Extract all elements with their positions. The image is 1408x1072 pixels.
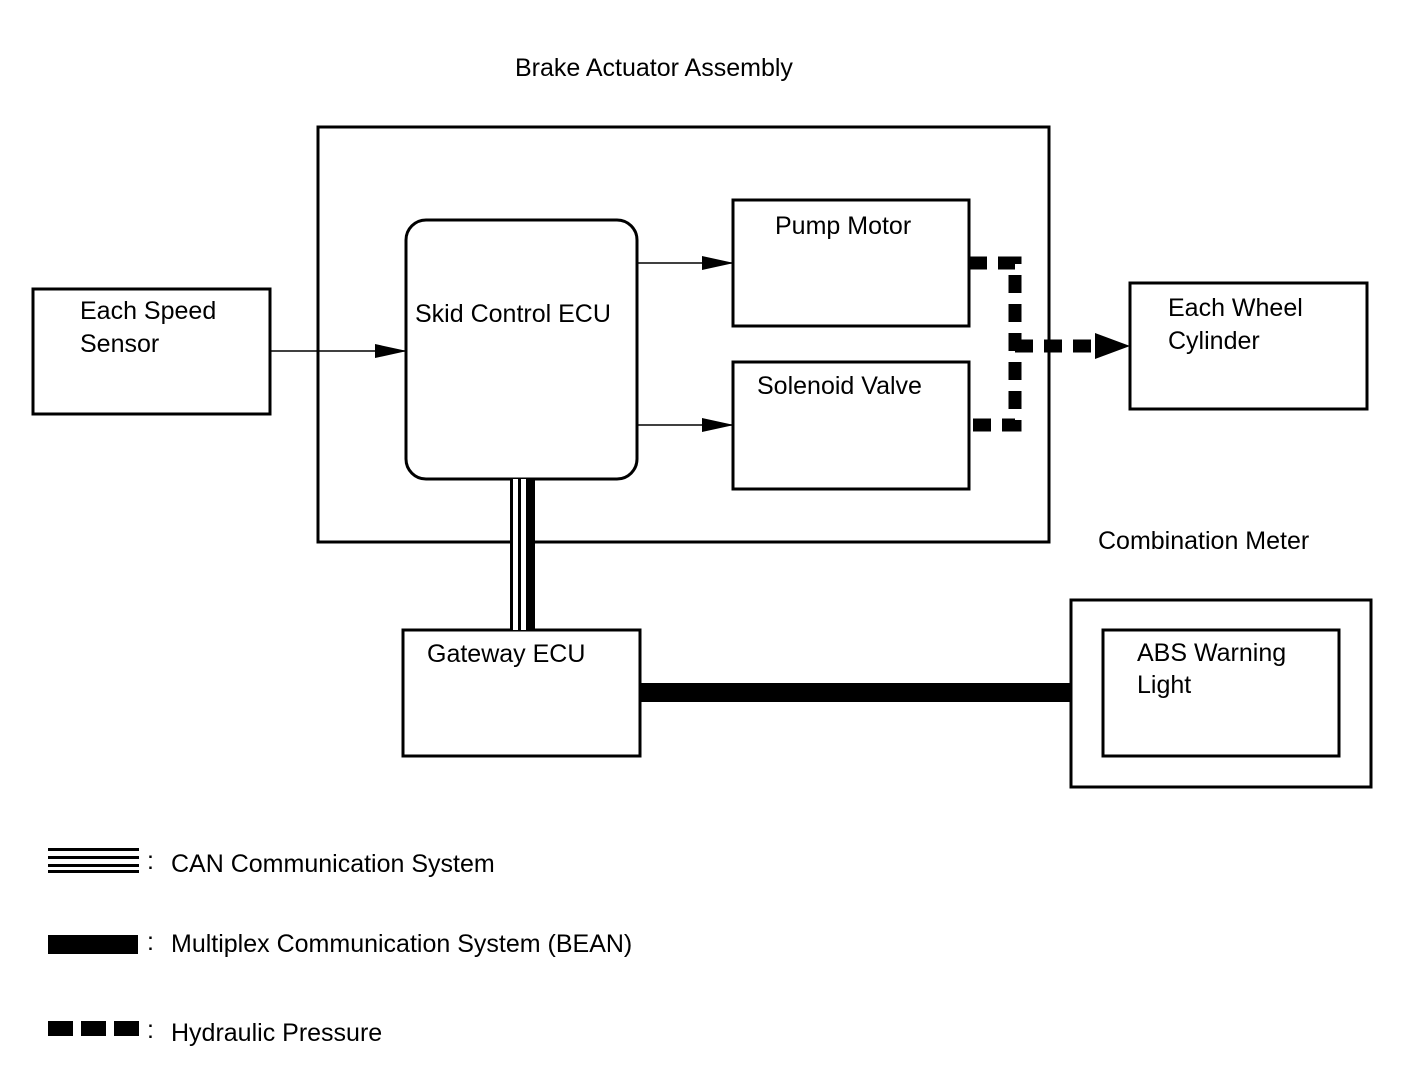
wheel-cylinder-block: Each Wheel Cylinder (1128, 281, 1369, 411)
gateway-ecu-label: Gateway ECU (427, 640, 585, 668)
legend-bean-label: Multiplex Communication System (BEAN) (171, 930, 632, 958)
can-line-ecu-to-gateway (510, 479, 535, 630)
abs-warning-light-block: ABS Warning Light (1101, 628, 1341, 758)
pump-motor-label: Pump Motor (775, 212, 911, 240)
speed-sensor-label-line2: Sensor (80, 330, 159, 358)
skid-control-ecu-block: Skid Control ECU (404, 218, 639, 481)
brake-actuator-title: Brake Actuator Assembly (515, 54, 793, 82)
brake-actuator-assembly-frame (316, 125, 1051, 544)
wheel-cylinder-label-line2: Cylinder (1168, 327, 1260, 355)
solenoid-valve-block: Solenoid Valve (731, 360, 971, 491)
legend-can-separator: : (147, 847, 154, 875)
legend-hydraulic-swatch (48, 1021, 139, 1036)
abs-warning-light-label-line2: Light (1137, 671, 1191, 699)
legend-hydraulic-label: Hydraulic Pressure (171, 1019, 382, 1047)
pump-motor-block: Pump Motor (731, 198, 971, 328)
skid-control-ecu-label: Skid Control ECU (415, 300, 611, 328)
abs-warning-light-box (1101, 628, 1341, 758)
speed-sensor-block: Each Speed Sensor (31, 287, 272, 416)
combination-meter-title: Combination Meter (1098, 527, 1309, 555)
combination-meter-frame (1069, 598, 1373, 789)
legend-can-swatch (48, 848, 139, 873)
hydraulic-pressure-lines (969, 256, 1130, 432)
legend: : CAN Communication System : Multiplex C… (48, 847, 632, 1047)
abs-warning-light-label-line1: ABS Warning (1137, 639, 1286, 667)
gateway-ecu-block: Gateway ECU (401, 628, 642, 758)
wheel-cylinder-label-line1: Each Wheel (1168, 294, 1303, 322)
skid-control-ecu-box (404, 218, 639, 481)
bean-line-gateway-to-meter (640, 683, 1071, 702)
legend-can-label: CAN Communication System (171, 850, 495, 878)
speed-sensor-label-line1: Each Speed (80, 297, 216, 325)
solenoid-valve-label: Solenoid Valve (757, 372, 922, 400)
legend-bean-swatch (48, 935, 138, 954)
legend-hydraulic-separator: : (147, 1016, 154, 1044)
legend-bean-separator: : (147, 928, 154, 956)
